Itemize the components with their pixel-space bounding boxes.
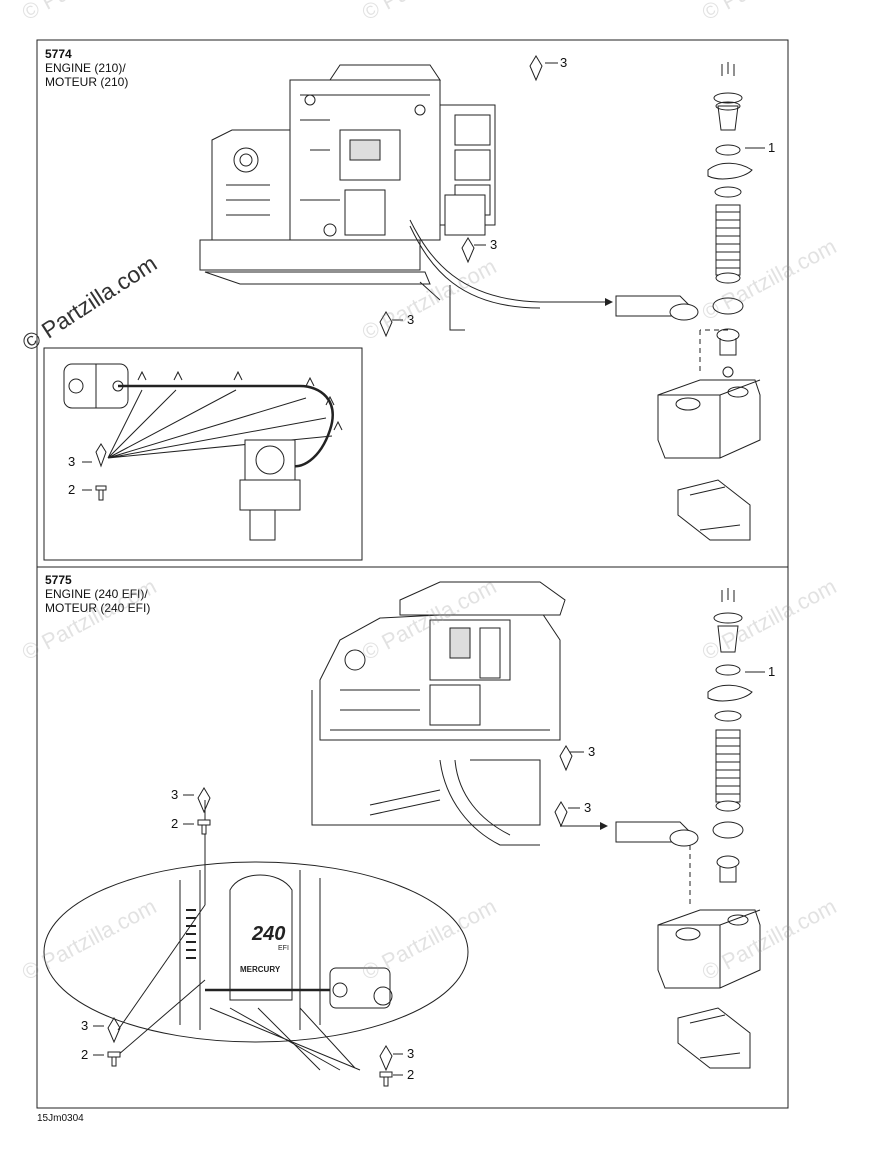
- nameplate-sub: EFI: [278, 945, 289, 952]
- inset-routing-210: [63, 363, 343, 541]
- section-title-5775-line1: ENGINE (240 EFI)/: [45, 587, 148, 601]
- callout-3: 3: [560, 55, 568, 70]
- engine-210-illustration: [199, 64, 610, 331]
- diagram-frame: [36, 39, 789, 1109]
- arrow-head-240: [600, 822, 608, 830]
- clip-icons: [107, 55, 573, 1072]
- callout-3: 3: [407, 1046, 415, 1061]
- clip-icon-inset: [95, 443, 107, 468]
- fuel-filler-assembly-2: [615, 588, 761, 1069]
- callout-2: 2: [171, 816, 179, 831]
- callout-2: 2: [407, 1067, 415, 1082]
- section-id-5775: 5775: [45, 573, 72, 587]
- section-id-5774: 5774: [45, 47, 72, 61]
- callout-1: 1: [768, 664, 776, 679]
- oval-detail-240: [179, 870, 393, 1071]
- screw-icon-inset: [95, 485, 107, 501]
- callout-leaders: [82, 62, 584, 1076]
- engine-240-illustration: [311, 581, 566, 846]
- callout-1: 1: [768, 140, 776, 155]
- section-title-5775-line2: MOTEUR (240 EFI): [45, 601, 151, 615]
- leader-lower-clip-a: [117, 904, 206, 1031]
- illustration-code: 15Jm0304: [37, 1113, 84, 1124]
- nameplate-model: 240: [251, 923, 285, 945]
- leader-lower-clip-b: [117, 979, 206, 1056]
- callout-3: 3: [584, 800, 592, 815]
- section-title-5774-line1: ENGINE (210)/: [45, 61, 126, 75]
- callout-3: 3: [588, 744, 596, 759]
- callout-3: 3: [407, 312, 415, 327]
- fuel-filler-assembly-1: [615, 62, 761, 541]
- callout-3: 3: [171, 787, 179, 802]
- callout-2: 2: [68, 482, 76, 497]
- nameplate-brand: MERCURY: [240, 965, 281, 974]
- callout-3: 3: [490, 237, 498, 252]
- callout-3: 3: [68, 454, 76, 469]
- inset-box-210: [43, 347, 363, 561]
- screw-icons: [107, 819, 393, 1087]
- callout-2: 2: [81, 1047, 89, 1062]
- arrow-head-210: [605, 298, 613, 306]
- section-title-5774-line2: MOTEUR (210): [45, 75, 129, 89]
- callout-3: 3: [81, 1018, 89, 1033]
